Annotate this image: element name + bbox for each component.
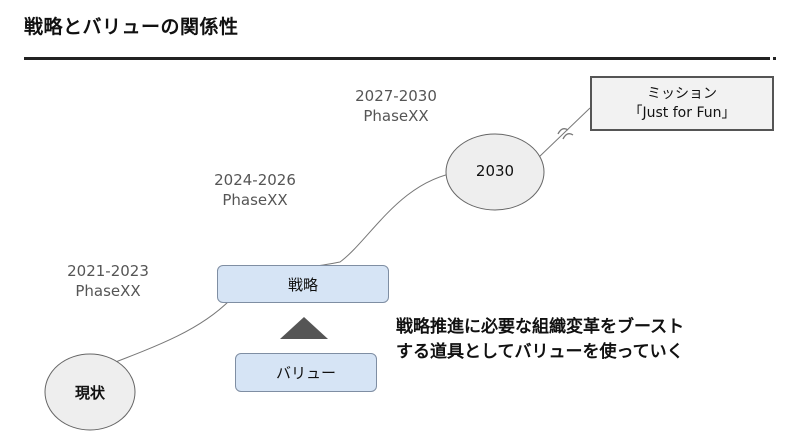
key-message: 戦略推進に必要な組織変革をブースト する道具としてバリューを使っていく <box>396 315 684 365</box>
phase-name: PhaseXX <box>363 107 429 125</box>
phase-name: PhaseXX <box>75 282 141 300</box>
current-state-label: 現状 <box>74 384 105 402</box>
goal-node <box>445 133 545 211</box>
phase-years: 2024-2026 <box>214 171 296 189</box>
mission-title: ミッション <box>647 85 717 102</box>
mission-slogan: 「Just for Fun」 <box>628 104 736 121</box>
up-arrow-triangle <box>280 317 328 339</box>
goal-label: 2030 <box>475 162 515 180</box>
value-box: バリュー <box>235 353 377 392</box>
phase-years: 2027-2030 <box>355 87 437 105</box>
key-message-line: する道具としてバリューを使っていく <box>396 342 684 362</box>
title-divider <box>24 57 770 60</box>
key-message-line: 戦略推進に必要な組織変革をブースト <box>396 317 685 337</box>
connector-break-mark <box>562 133 574 140</box>
title-divider-dot <box>773 57 776 60</box>
value-label: バリュー <box>275 364 336 382</box>
mission-box: ミッション 「Just for Fun」 <box>590 76 774 131</box>
current-state-node <box>44 353 136 431</box>
page-title: 戦略とバリューの関係性 <box>24 16 239 38</box>
phase-label-1: 2021-2023 PhaseXX <box>48 261 168 301</box>
strategy-box: 戦略 <box>217 265 389 303</box>
connector-break-mark <box>557 128 569 135</box>
phase-name: PhaseXX <box>222 191 288 209</box>
phase-years: 2021-2023 <box>67 262 149 280</box>
mission-connector <box>537 107 591 159</box>
phase-label-2: 2024-2026 PhaseXX <box>195 170 315 210</box>
strategy-label: 戦略 <box>287 275 318 294</box>
phase-label-3: 2027-2030 PhaseXX <box>336 86 456 126</box>
